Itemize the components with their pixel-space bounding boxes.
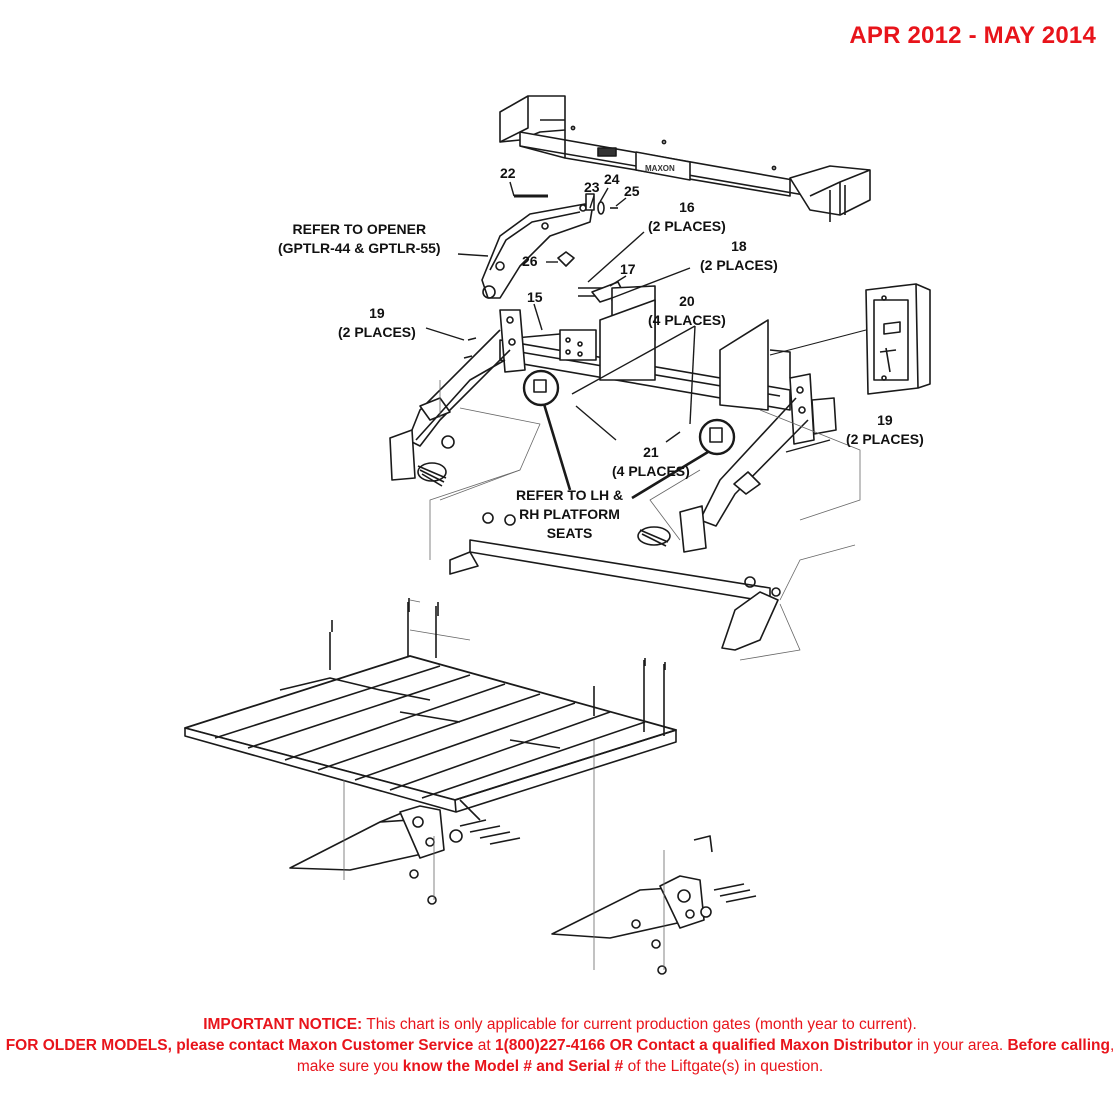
callout-20: 20(4 PLACES) xyxy=(648,293,726,328)
assembly-guide-lines xyxy=(409,380,861,661)
rh-platform-seat xyxy=(551,740,757,975)
opener-arm xyxy=(481,195,593,299)
platform-crossbar xyxy=(449,512,781,651)
callout-22: 22 xyxy=(500,165,516,181)
callout-18: 18(2 PLACES) xyxy=(700,238,778,273)
callout-16: 16(2 PLACES) xyxy=(648,199,726,234)
mounting-frame: MAXON xyxy=(499,95,871,222)
lh-platform-seat xyxy=(289,780,521,905)
right-lift-arm xyxy=(637,349,837,553)
callout-26: 26 xyxy=(522,253,538,269)
callout-24: 24 xyxy=(604,171,620,187)
main-frame xyxy=(499,299,791,411)
control-box xyxy=(769,283,931,395)
platform-seat-detail-circles[interactable] xyxy=(522,369,736,456)
platform xyxy=(184,598,677,821)
leader-lines xyxy=(425,181,831,500)
callout-19-right: 19(2 PLACES) xyxy=(846,412,924,447)
svg-text:MAXON: MAXON xyxy=(645,164,675,173)
production-date-range: APR 2012 - MAY 2014 xyxy=(849,22,1096,49)
callout-17: 17 xyxy=(620,261,636,277)
callout-refer-opener: REFER TO OPENER(GPTLR-44 & GPTLR-55) xyxy=(278,221,441,256)
notice-line-2: FOR OLDER MODELS, please contact Maxon C… xyxy=(5,1037,1115,1075)
callout-21: 21(4 PLACES) xyxy=(612,444,690,479)
left-lift-arm xyxy=(389,309,526,487)
callout-19-left: 19(2 PLACES) xyxy=(338,305,416,340)
callout-23: 23 xyxy=(584,179,600,195)
callout-15: 15 xyxy=(527,289,543,305)
callout-25: 25 xyxy=(624,183,640,199)
important-notice: IMPORTANT NOTICE: This chart is only app… xyxy=(0,1014,1120,1077)
notice-line-1: IMPORTANT NOTICE: This chart is only app… xyxy=(203,1016,917,1033)
opener-hardware xyxy=(514,193,618,267)
